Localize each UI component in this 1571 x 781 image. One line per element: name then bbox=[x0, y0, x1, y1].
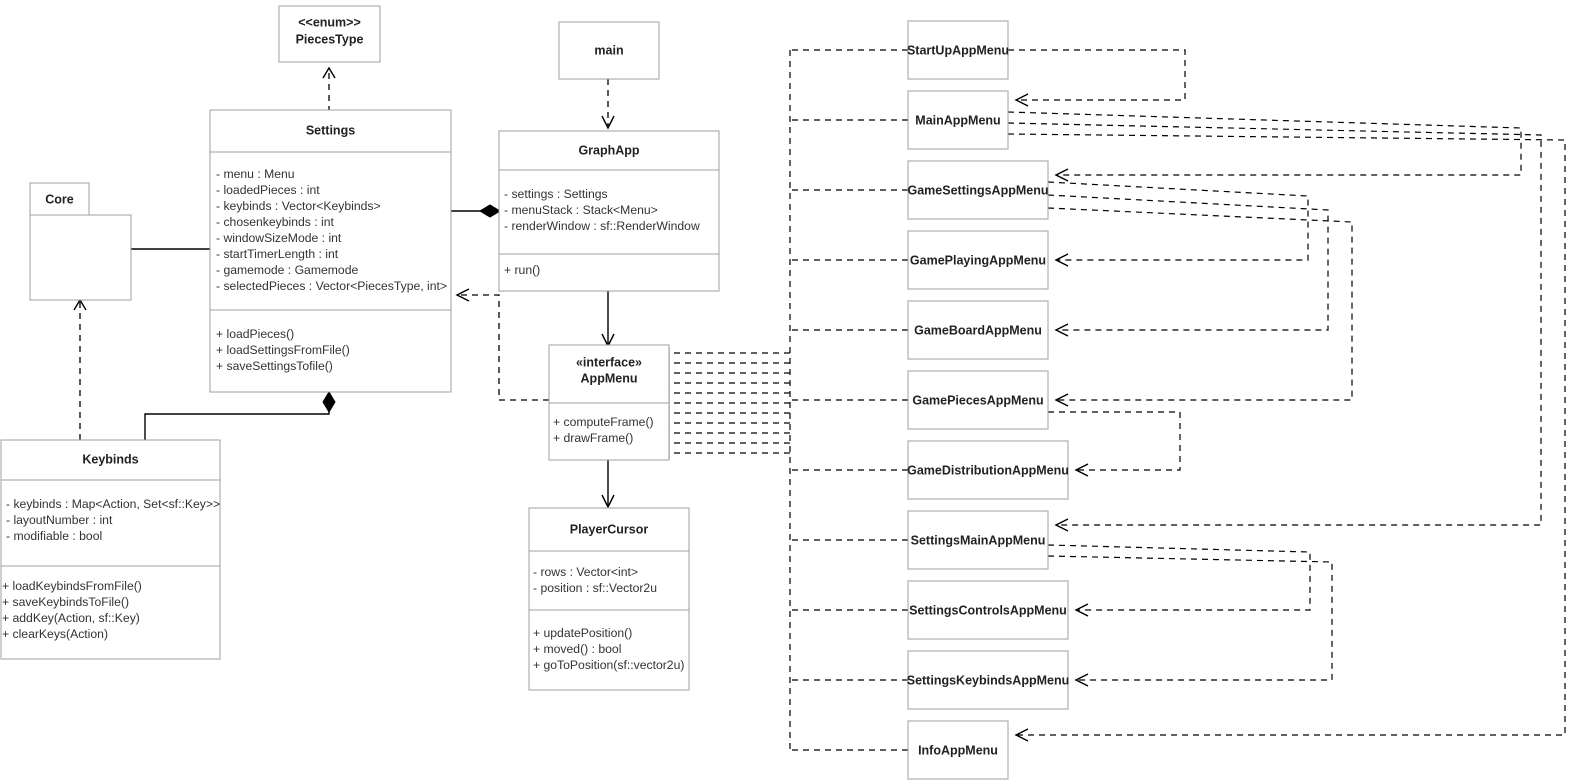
graphapp-attr: - settings : Settings bbox=[504, 187, 608, 201]
gameplayingappmenu-title: GamePlayingAppMenu bbox=[910, 253, 1046, 267]
graphapp-title: GraphApp bbox=[578, 143, 639, 157]
graphapp-attr: - menuStack : Stack<Menu> bbox=[504, 203, 658, 217]
class-box-piecestype[interactable]: <<enum>> PiecesType bbox=[278, 5, 381, 63]
class-box-startupappmenu[interactable]: StartUpAppMenu bbox=[907, 20, 1009, 80]
gameboardappmenu-title: GameBoardAppMenu bbox=[914, 323, 1042, 337]
appmenu-method: + drawFrame() bbox=[553, 431, 633, 445]
class-box-gamedistributionappmenu[interactable]: GameDistributionAppMenu bbox=[907, 440, 1069, 500]
settingskeybindsappmenu-title: SettingsKeybindsAppMenu bbox=[907, 673, 1070, 687]
class-box-main[interactable]: main bbox=[558, 21, 660, 80]
playercursor-method: + goToPosition(sf::vector2u) bbox=[533, 658, 684, 672]
settingsmainappmenu-title: SettingsMainAppMenu bbox=[911, 533, 1046, 547]
class-box-graphapp[interactable]: GraphApp - settings : Settings - menuSta… bbox=[498, 130, 720, 292]
keybinds-method: + clearKeys(Action) bbox=[2, 627, 108, 641]
class-box-keybinds[interactable]: Keybinds - keybinds : Map<Action, Set<sf… bbox=[0, 439, 221, 660]
keybinds-method: + addKey(Action, sf::Key) bbox=[2, 611, 140, 625]
class-box-settingscontrolsappmenu[interactable]: SettingsControlsAppMenu bbox=[907, 580, 1069, 640]
class-box-settings[interactable]: Settings - menu : Menu - loadedPieces : … bbox=[209, 109, 452, 393]
gamesettingsappmenu-title: GameSettingsAppMenu bbox=[908, 183, 1049, 197]
playercursor-attr: - rows : Vector<int> bbox=[533, 565, 638, 579]
class-box-gamepiecesappmenu[interactable]: GamePiecesAppMenu bbox=[907, 370, 1049, 430]
settings-method: + loadPieces() bbox=[216, 327, 294, 341]
edge-settings-to-piecestype bbox=[322, 66, 336, 112]
graphapp-method: + run() bbox=[504, 263, 540, 277]
playercursor-title: PlayerCursor bbox=[570, 522, 649, 536]
settings-method: + saveSettingsTofile() bbox=[216, 359, 333, 373]
class-box-settingskeybindsappmenu[interactable]: SettingsKeybindsAppMenu bbox=[907, 650, 1070, 710]
edge-keybinds-to-core bbox=[73, 298, 87, 440]
class-box-gameplayingappmenu[interactable]: GamePlayingAppMenu bbox=[907, 230, 1049, 290]
keybinds-attr: - layoutNumber : int bbox=[6, 513, 113, 527]
class-box-playercursor[interactable]: PlayerCursor - rows : Vector<int> - posi… bbox=[528, 507, 690, 691]
settings-attr: - chosenkeybinds : int bbox=[216, 215, 334, 229]
appmenu-method: + computeFrame() bbox=[553, 415, 654, 429]
gamedistributionappmenu-title: GameDistributionAppMenu bbox=[907, 463, 1069, 477]
edge-navigation-dependencies bbox=[1007, 49, 1566, 742]
settings-attr: - selectedPieces : Vector<PiecesType, in… bbox=[216, 279, 447, 293]
playercursor-method: + moved() : bool bbox=[533, 642, 621, 656]
core-title: Core bbox=[45, 192, 74, 206]
edge-main-to-graphapp bbox=[601, 79, 615, 130]
edge-keybinds-to-settings bbox=[144, 391, 336, 440]
class-box-appmenu[interactable]: «interface» AppMenu + computeFrame() + d… bbox=[548, 344, 670, 461]
class-box-settingsmainappmenu[interactable]: SettingsMainAppMenu bbox=[907, 510, 1049, 570]
settings-attr: - windowSizeMode : int bbox=[216, 231, 342, 245]
keybinds-method: + saveKeybindsToFile() bbox=[2, 595, 129, 609]
keybinds-title: Keybinds bbox=[82, 452, 138, 466]
settingscontrolsappmenu-title: SettingsControlsAppMenu bbox=[909, 603, 1067, 617]
playercursor-method: + updatePosition() bbox=[533, 626, 632, 640]
class-box-gamesettingsappmenu[interactable]: GameSettingsAppMenu bbox=[907, 160, 1049, 220]
appmenu-title: AppMenu bbox=[581, 371, 638, 385]
settings-attr: - keybinds : Vector<Keybinds> bbox=[216, 199, 381, 213]
graphapp-attr: - renderWindow : sf::RenderWindow bbox=[504, 219, 700, 233]
piecestype-stereotype: <<enum>> bbox=[298, 15, 361, 29]
settings-attr: - menu : Menu bbox=[216, 167, 295, 181]
class-box-gameboardappmenu[interactable]: GameBoardAppMenu bbox=[907, 300, 1049, 360]
edge-settings-to-graphapp bbox=[451, 204, 501, 218]
piecestype-title: PiecesType bbox=[296, 32, 364, 46]
main-title: main bbox=[594, 43, 623, 57]
edge-graphapp-to-appmenu bbox=[601, 291, 615, 348]
settings-attr: - loadedPieces : int bbox=[216, 183, 320, 197]
infoappmenu-title: InfoAppMenu bbox=[918, 743, 998, 757]
mainappmenu-title: MainAppMenu bbox=[915, 113, 1000, 127]
startupappmenu-title: StartUpAppMenu bbox=[907, 43, 1009, 57]
keybinds-attr: - keybinds : Map<Action, Set<sf::Key>> bbox=[6, 497, 220, 511]
edge-appmenu-to-settings bbox=[455, 288, 549, 401]
class-box-core[interactable]: Core bbox=[29, 182, 132, 301]
edge-appmenu-to-playercursor bbox=[601, 460, 615, 509]
settings-attr: - gamemode : Gamemode bbox=[216, 263, 358, 277]
settings-title: Settings bbox=[306, 123, 355, 137]
keybinds-method: + loadKeybindsFromFile() bbox=[2, 579, 142, 593]
settings-attr: - startTimerLength : int bbox=[216, 247, 339, 261]
appmenu-stereotype: «interface» bbox=[576, 355, 642, 369]
playercursor-attr: - position : sf::Vector2u bbox=[533, 581, 657, 595]
keybinds-attr: - modifiable : bool bbox=[6, 529, 102, 543]
class-box-mainappmenu[interactable]: MainAppMenu bbox=[907, 90, 1009, 150]
class-box-infoappmenu[interactable]: InfoAppMenu bbox=[907, 720, 1009, 780]
gamepiecesappmenu-title: GamePiecesAppMenu bbox=[912, 393, 1043, 407]
settings-method: + loadSettingsFromFile() bbox=[216, 343, 350, 357]
